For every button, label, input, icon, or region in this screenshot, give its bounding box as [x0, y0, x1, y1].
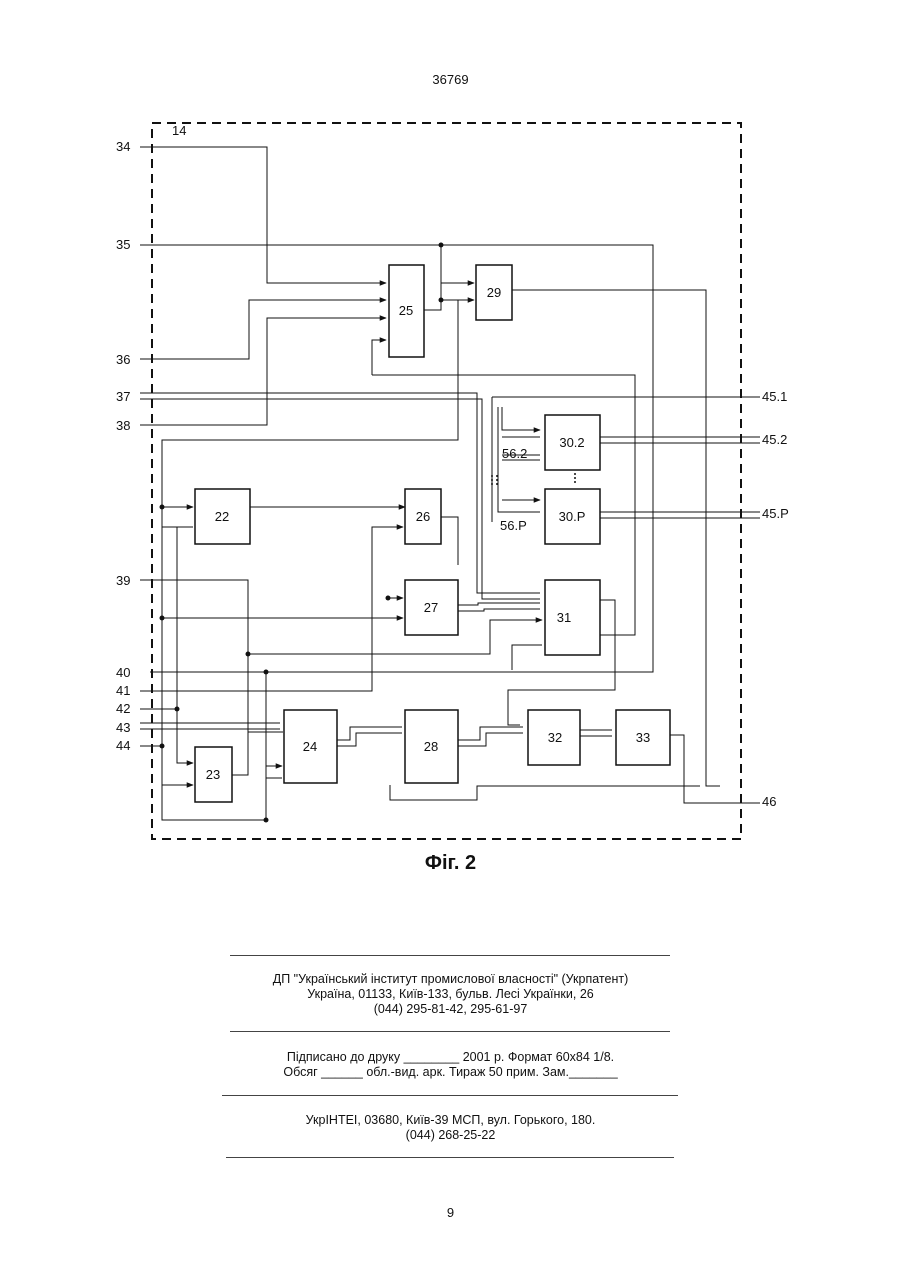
- print-signed-line: Підписано до друку ________ 2001 р. Форм…: [0, 1050, 901, 1065]
- printer-phone: (044) 268-25-22: [0, 1128, 901, 1143]
- divider: [222, 1095, 678, 1096]
- divider: [230, 955, 670, 956]
- block-label: 31: [557, 610, 571, 625]
- input-label-42: 42: [116, 701, 130, 716]
- printer-address: УкрІНТЕІ, 03680, Київ-39 МСП, вул. Горьк…: [0, 1113, 901, 1128]
- input-label-43: 43: [116, 720, 130, 735]
- output-label-45-1: 45.1: [762, 389, 787, 404]
- block-label: 24: [303, 739, 317, 754]
- input-label-38: 38: [116, 418, 130, 433]
- block-diagram: 14: [0, 0, 901, 900]
- block-label: 22: [215, 509, 229, 524]
- block-label: 30.2: [559, 435, 584, 450]
- input-label-41: 41: [116, 683, 130, 698]
- input-label-40: 40: [116, 665, 130, 680]
- block-label: 32: [548, 730, 562, 745]
- output-label-45-P: 45.P: [762, 506, 789, 521]
- publisher-phone: (044) 295-81-42, 295-61-97: [0, 1002, 901, 1017]
- block-31: [545, 580, 600, 655]
- input-label-37: 37: [116, 389, 130, 404]
- input-label-35: 35: [116, 237, 130, 252]
- frame-label: 14: [172, 123, 186, 138]
- block-label: 26: [416, 509, 430, 524]
- block-label: 25: [399, 303, 413, 318]
- print-volume-line: Обсяг ______ обл.-вид. арк. Тираж 50 при…: [0, 1065, 901, 1080]
- publisher-address: Україна, 01133, Київ-133, бульв. Лесі Ук…: [0, 987, 901, 1002]
- divider: [230, 1031, 670, 1032]
- input-label-39: 39: [116, 573, 130, 588]
- print-info-block: Підписано до друку ________ 2001 р. Форм…: [0, 1050, 901, 1080]
- inner-label-56-2: 56.2: [502, 446, 527, 461]
- inner-label-56-P: 56.P: [500, 518, 527, 533]
- figure-caption: Фіг. 2: [0, 852, 901, 875]
- input-label-36: 36: [116, 352, 130, 367]
- input-label-44: 44: [116, 738, 130, 753]
- block-label: 33: [636, 730, 650, 745]
- block-label: 28: [424, 739, 438, 754]
- printer-block: УкрІНТЕІ, 03680, Київ-39 МСП, вул. Горьк…: [0, 1113, 901, 1143]
- page-number: 9: [0, 1205, 901, 1220]
- block-label: 27: [424, 600, 438, 615]
- input-label-34: 34: [116, 139, 130, 154]
- block-label: 23: [206, 767, 220, 782]
- publisher-line: ДП "Український інститут промислової вла…: [0, 972, 901, 987]
- output-label-46: 46: [762, 794, 776, 809]
- block-label: 29: [487, 285, 501, 300]
- output-label-45-2: 45.2: [762, 432, 787, 447]
- divider: [226, 1157, 674, 1158]
- block-label: 30.P: [559, 509, 586, 524]
- publisher-block: ДП "Український інститут промислової вла…: [0, 972, 901, 1017]
